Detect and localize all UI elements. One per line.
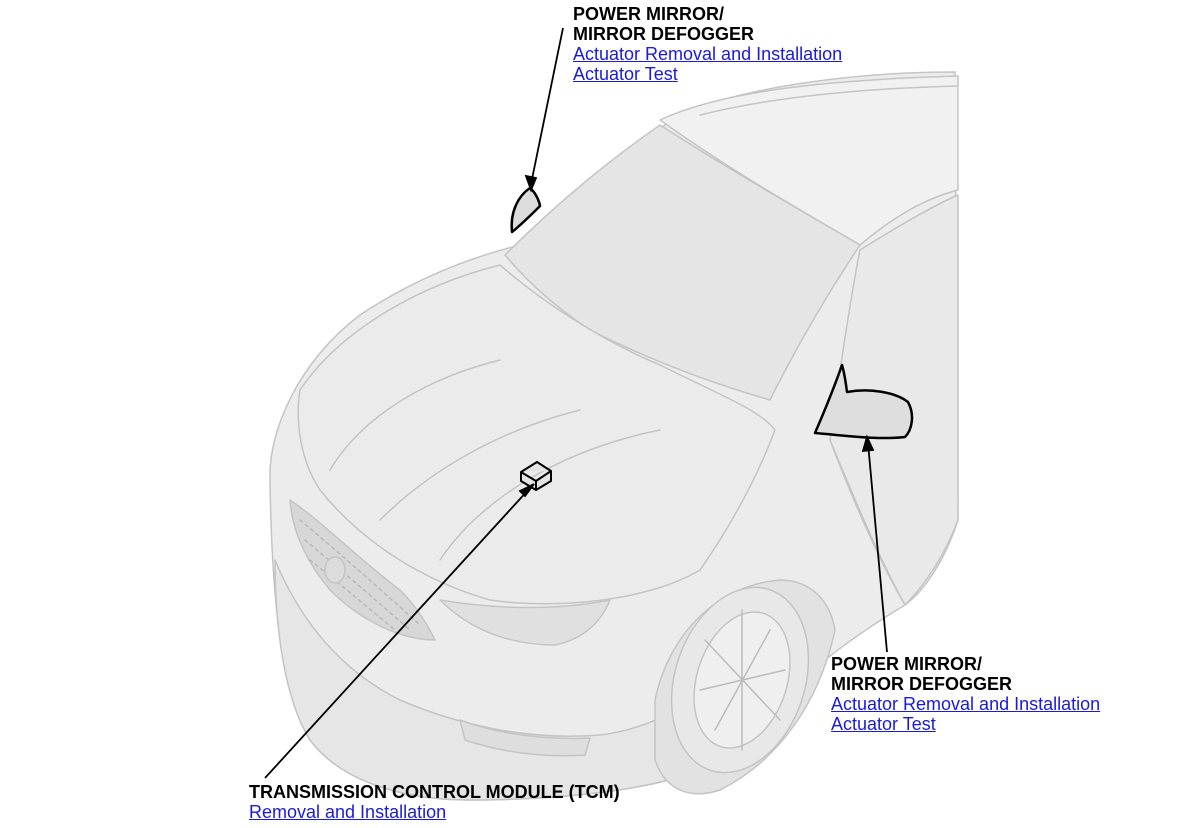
callout-title: TRANSMISSION CONTROL MODULE (TCM) bbox=[249, 782, 620, 802]
left-mirror bbox=[510, 186, 542, 234]
leader-lines bbox=[264, 27, 888, 779]
actuator-test-link[interactable]: Actuator Test bbox=[831, 714, 936, 734]
arrowhead-mirror-right bbox=[861, 434, 875, 453]
actuator-removal-installation-link[interactable]: Actuator Removal and Installation bbox=[831, 694, 1101, 714]
callout-power-mirror-top: POWER MIRROR/ MIRROR DEFOGGER Actuator R… bbox=[573, 4, 842, 84]
vehicle-headlight bbox=[439, 599, 611, 646]
vehicle-lower-intake bbox=[459, 719, 591, 757]
right-mirror bbox=[813, 363, 914, 440]
wheel-spokes bbox=[699, 609, 786, 751]
hood-center-line bbox=[379, 409, 581, 521]
leader-mirror-top bbox=[530, 27, 564, 185]
actuator-removal-installation-link[interactable]: Actuator Removal and Installation bbox=[573, 44, 843, 64]
arrowhead-mirror-top bbox=[524, 174, 538, 193]
arrowhead-tcm bbox=[518, 483, 535, 498]
callout-power-mirror-right: POWER MIRROR/ MIRROR DEFOGGER Actuator R… bbox=[831, 654, 1100, 734]
vehicle-hood bbox=[297, 264, 776, 605]
vehicle-grille bbox=[289, 499, 436, 641]
leader-tcm bbox=[264, 487, 531, 779]
tcm-box bbox=[520, 461, 552, 491]
callout-title-line2: MIRROR DEFOGGER bbox=[573, 24, 755, 44]
callout-title-line1: POWER MIRROR/ bbox=[831, 654, 982, 674]
callout-title-line2: MIRROR DEFOGGER bbox=[831, 674, 1013, 694]
vehicle-emblem bbox=[324, 556, 346, 584]
vehicle-illustration bbox=[269, 71, 959, 801]
door-line bbox=[829, 439, 906, 606]
callout-title-line1: POWER MIRROR/ bbox=[573, 4, 724, 24]
grille-mesh bbox=[299, 519, 421, 631]
hood-crease-left bbox=[329, 359, 501, 471]
tcm-removal-installation-link[interactable]: Removal and Installation bbox=[249, 802, 447, 822]
callout-tcm: TRANSMISSION CONTROL MODULE (TCM) Remova… bbox=[249, 782, 620, 822]
roof-rail bbox=[699, 85, 959, 116]
leader-mirror-right bbox=[867, 442, 888, 653]
actuator-test-link[interactable]: Actuator Test bbox=[573, 64, 678, 84]
